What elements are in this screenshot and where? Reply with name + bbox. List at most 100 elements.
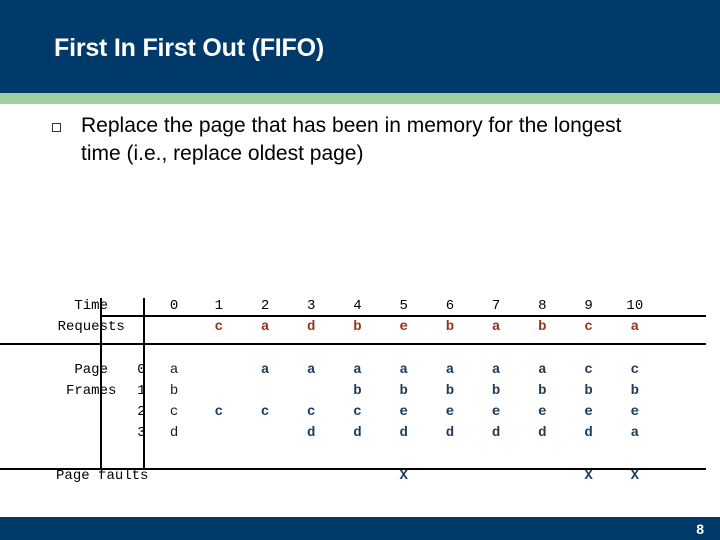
page-fault-cell-t5: X <box>399 468 408 484</box>
table-row-page-faults: Page faults X X X <box>52 466 658 487</box>
time-header-6: 6 <box>445 298 455 314</box>
frame-0-cell-t7: a <box>491 362 501 378</box>
requests-row-index-spacer <box>130 317 152 338</box>
row-label-page-faults: Page faults <box>56 468 149 484</box>
frame-1-cell-t5: b <box>399 383 408 399</box>
request-cell-8: b <box>538 319 547 335</box>
frame-0-cell-t8: a <box>538 362 547 378</box>
request-cell-1: c <box>214 319 223 335</box>
frame-2-cell-t9: e <box>584 404 593 420</box>
rule-under-time-header <box>100 315 706 317</box>
request-cell-5: e <box>399 319 408 335</box>
frame-1-cell-t1 <box>196 381 242 402</box>
frame-3-cell-t3: d <box>307 425 316 441</box>
page-fault-cell-t2 <box>242 466 288 487</box>
frame-0-cell-t1 <box>196 360 242 381</box>
request-cell-9: c <box>584 319 593 335</box>
frame-3-cell-t5: d <box>399 425 408 441</box>
table-row-frame-3: 3 d d d d d d d d a <box>52 423 658 444</box>
row-label-frames: Frames <box>65 383 117 399</box>
time-header-7: 7 <box>491 298 501 314</box>
page-fault-cell-t0 <box>152 466 195 487</box>
fifo-trace-table: Time 0 1 2 3 4 5 6 7 8 9 10 Requests c <box>0 296 720 506</box>
row-label-time: Time <box>74 298 108 314</box>
frame-2-cell-t5: e <box>399 404 408 420</box>
frame-0-cell-t9: c <box>584 362 593 378</box>
frame-1-cell-t3 <box>288 381 334 402</box>
frame-0-cell-t4: a <box>353 362 362 378</box>
table-row-frame-0: Page 0 a a a a a a a a c c <box>52 360 658 381</box>
page-fault-cell-t4 <box>334 466 380 487</box>
frame-0-cell-t2: a <box>260 362 270 378</box>
frame-3-cell-t1 <box>196 423 242 444</box>
request-cell-3: d <box>307 319 316 335</box>
time-header-5: 5 <box>399 298 408 314</box>
frame-2-label-blank <box>52 402 130 423</box>
page-fault-cell-t9: X <box>584 468 593 484</box>
accent-divider <box>0 93 720 104</box>
frame-0-cell-t0: a <box>169 362 179 378</box>
frame-3-cell-t9: d <box>584 425 593 441</box>
page-fault-cell-t7 <box>473 466 519 487</box>
row-label-page: Page <box>74 362 108 378</box>
table-row-requests: Requests c a d b e b a b c a <box>52 317 658 338</box>
rule-under-requests <box>0 343 706 345</box>
time-header-8: 8 <box>538 298 547 314</box>
frame-2-cell-t10: e <box>630 404 640 420</box>
frame-0-cell-t5: a <box>399 362 408 378</box>
frame-3-cell-t2 <box>242 423 288 444</box>
trace-grid: Time 0 1 2 3 4 5 6 7 8 9 10 Requests c <box>52 296 658 487</box>
request-cell-2: a <box>260 319 270 335</box>
spacer-cell-c <box>52 444 658 455</box>
page-fault-cell-t3 <box>288 466 334 487</box>
frame-index-3: 3 <box>137 425 146 441</box>
frame-2-cell-t8: e <box>538 404 547 420</box>
frame-3-cell-t7: d <box>491 425 501 441</box>
frame-index-0: 0 <box>137 362 146 378</box>
frame-3-label-blank <box>52 423 130 444</box>
time-header-4: 4 <box>353 298 362 314</box>
frame-3-cell-t0: d <box>169 425 179 441</box>
frame-0-cell-t6: a <box>445 362 455 378</box>
frame-2-cell-t1: c <box>214 404 223 420</box>
request-cell-10: a <box>630 319 640 335</box>
table-row-spacer-d <box>52 455 658 466</box>
frame-3-cell-t6: d <box>445 425 455 441</box>
frame-3-cell-t4: d <box>353 425 362 441</box>
frame-1-cell-t6: b <box>445 383 455 399</box>
slide-page-number: 8 <box>696 521 704 537</box>
row-label-requests: Requests <box>57 319 125 335</box>
slide-footer-bar <box>0 517 720 540</box>
frame-2-cell-t7: e <box>491 404 501 420</box>
time-row-index-spacer <box>130 296 152 317</box>
bullet-list-item: Replace the page that has been in memory… <box>52 112 672 168</box>
table-row-time: Time 0 1 2 3 4 5 6 7 8 9 10 <box>52 296 658 317</box>
request-cell-7: a <box>491 319 501 335</box>
frame-2-cell-t0: c <box>169 404 179 420</box>
table-row-spacer-b <box>52 349 658 360</box>
frame-3-cell-t10: a <box>630 425 640 441</box>
table-row-frame-1: Frames 1 b b b b b b b b <box>52 381 658 402</box>
table-row-spacer-c <box>52 444 658 455</box>
rule-right-of-time-zero <box>143 298 145 468</box>
time-header-1: 1 <box>214 298 223 314</box>
frame-0-cell-t10: c <box>630 362 640 378</box>
frame-1-cell-t0: b <box>169 383 179 399</box>
frame-2-cell-t3: c <box>307 404 316 420</box>
frame-2-cell-t6: e <box>445 404 455 420</box>
slide-header-bar <box>0 0 720 93</box>
frame-1-cell-t2 <box>242 381 288 402</box>
page-fault-cell-t1 <box>196 466 242 487</box>
time-header-9: 9 <box>584 298 593 314</box>
spacer-cell-b <box>52 349 658 360</box>
frame-1-cell-t8: b <box>538 383 547 399</box>
frame-index-2: 2 <box>137 404 146 420</box>
request-cell-6: b <box>445 319 455 335</box>
table-row-spacer-a <box>52 338 658 349</box>
frame-1-cell-t4: b <box>353 383 362 399</box>
frame-2-cell-t2: c <box>260 404 270 420</box>
spacer-cell-d <box>52 455 658 466</box>
rule-above-page-faults <box>0 468 706 470</box>
time-header-3: 3 <box>307 298 316 314</box>
page-fault-cell-t8 <box>519 466 565 487</box>
